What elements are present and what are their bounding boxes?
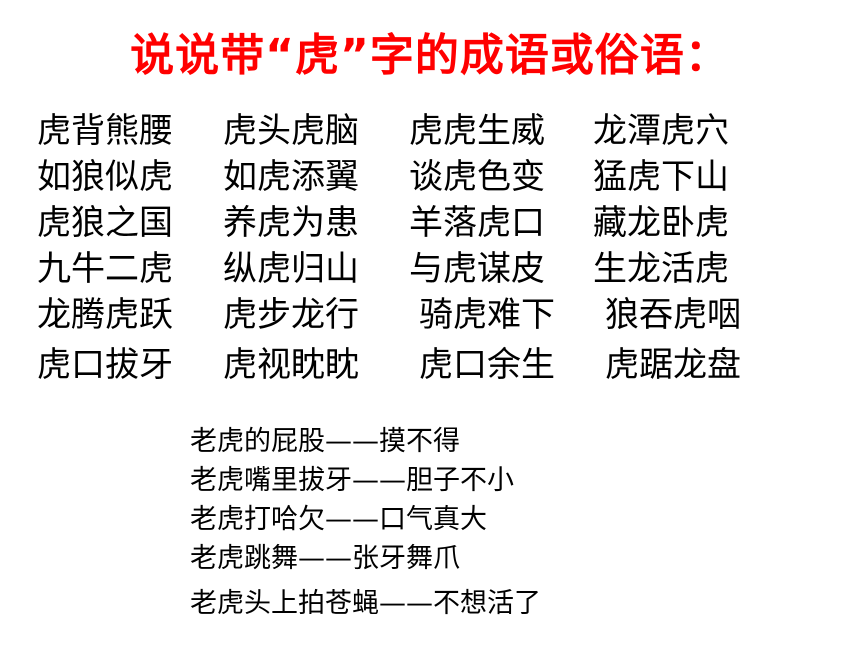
idiom-grid: 虎背熊腰 虎头虎脑 虎虎生威 龙潭虎穴 如狼似虎 如虎添翼 谈虎色变 猛虎下山 … xyxy=(37,108,817,388)
idiom: 虎头虎脑 xyxy=(223,111,359,151)
idiom-row: 如狼似虎 如虎添翼 谈虎色变 猛虎下山 xyxy=(37,154,817,200)
idiom-row: 九牛二虎 纵虎归山 与虎谋皮 生龙活虎 xyxy=(37,246,817,292)
idiom: 虎口余生 xyxy=(419,345,555,385)
idiom: 谈虎色变 xyxy=(409,157,545,197)
saying: 老虎的屁股——摸不得 xyxy=(190,426,460,457)
saying: 老虎嘴里拔牙——胆子不小 xyxy=(190,465,514,496)
idiom: 虎口拔牙 xyxy=(37,345,173,385)
idiom: 养虎为患 xyxy=(223,203,359,243)
idiom: 纵虎归山 xyxy=(223,249,359,289)
idiom: 虎虎生威 xyxy=(409,111,545,151)
idiom: 龙腾虎跃 xyxy=(37,295,173,335)
idiom: 虎背熊腰 xyxy=(37,111,173,151)
idiom: 虎视眈眈 xyxy=(223,345,359,385)
idiom: 虎狼之国 xyxy=(37,203,173,243)
idiom: 猛虎下山 xyxy=(593,157,729,197)
idiom: 羊落虎口 xyxy=(409,203,545,243)
idiom: 生龙活虎 xyxy=(593,249,729,289)
idiom-row: 虎狼之国 养虎为患 羊落虎口 藏龙卧虎 xyxy=(37,200,817,246)
idiom: 如虎添翼 xyxy=(223,157,359,197)
saying-list: 老虎的屁股——摸不得 老虎嘴里拔牙——胆子不小 老虎打哈欠——口气真大 老虎跳舞… xyxy=(190,422,541,623)
saying: 老虎头上拍苍蝇——不想活了 xyxy=(190,588,541,619)
idiom: 龙潭虎穴 xyxy=(593,111,729,151)
idiom-row: 龙腾虎跃 虎步龙行 骑虎难下 狼吞虎咽 xyxy=(37,292,817,338)
idiom: 虎踞龙盘 xyxy=(605,345,741,385)
idiom-row: 虎口拔牙 虎视眈眈 虎口余生 虎踞龙盘 xyxy=(37,342,817,388)
idiom: 骑虎难下 xyxy=(419,295,555,335)
idiom: 九牛二虎 xyxy=(37,249,173,289)
saying: 老虎打哈欠——口气真大 xyxy=(190,504,487,535)
idiom: 虎步龙行 xyxy=(223,295,359,335)
idiom: 藏龙卧虎 xyxy=(593,203,729,243)
idiom-row: 虎背熊腰 虎头虎脑 虎虎生威 龙潭虎穴 xyxy=(37,108,817,154)
idiom: 与虎谋皮 xyxy=(409,249,545,289)
saying: 老虎跳舞——张牙舞爪 xyxy=(190,543,460,574)
slide-title: 说说带“虎”字的成语或俗语： xyxy=(130,30,730,81)
idiom: 如狼似虎 xyxy=(37,157,173,197)
idiom: 狼吞虎咽 xyxy=(605,295,741,335)
